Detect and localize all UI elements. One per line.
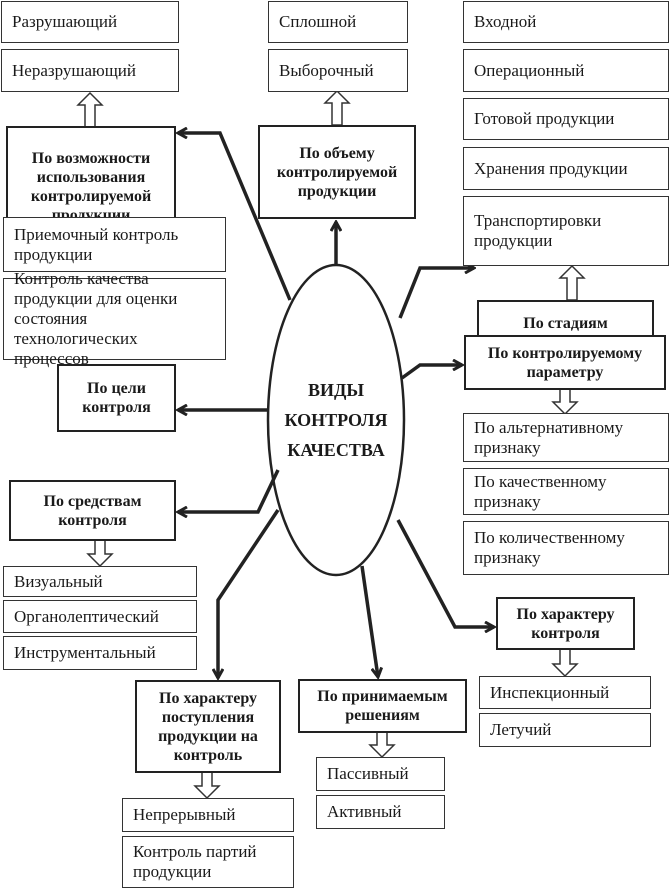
arrow-parameter xyxy=(400,365,462,380)
item-destructive: Разрушающий xyxy=(1,1,179,43)
item-finished: Готовой продукции xyxy=(463,98,669,140)
category-arrival: По характеру поступления продукции на ко… xyxy=(135,680,281,773)
item-selective: Выборочный xyxy=(268,49,408,92)
center-title: ВИДЫ КОНТРОЛЯ КАЧЕСТВА xyxy=(268,265,404,575)
item-flying: Летучий xyxy=(479,713,651,747)
item-continuous: Сплошной xyxy=(268,1,408,43)
category-goal: По цели контроля xyxy=(57,364,176,432)
category-character: По характеру контроля xyxy=(496,597,635,650)
item-inspection: Инспекционный xyxy=(479,676,651,709)
arrow-stages xyxy=(398,268,474,319)
category-decisions: По принимаемым решениям xyxy=(298,679,467,733)
hollow-arrow-up xyxy=(324,90,350,126)
item-quantitative: По количественному признаку xyxy=(463,521,669,575)
center-line: КАЧЕСТВА xyxy=(287,440,385,460)
item-batch-control: Контроль партий продукции xyxy=(122,836,294,888)
item-input: Входной xyxy=(463,1,669,43)
item-instrumental: Инструментальный xyxy=(3,636,197,670)
item-operational: Операционный xyxy=(463,49,669,92)
arrow-arrival xyxy=(218,509,280,678)
arrow-decisions xyxy=(360,565,378,677)
item-acceptance: Приемочный контроль продукции xyxy=(3,217,226,272)
item-organoleptic: Органолептический xyxy=(3,600,197,633)
item-qualitative: По качественному признаку xyxy=(463,468,669,515)
center-line: КОНТРОЛЯ xyxy=(284,410,388,430)
item-passive: Пассивный xyxy=(316,757,445,791)
hollow-arrow-up xyxy=(559,265,585,301)
item-nondestructive: Неразрушающий xyxy=(1,49,179,92)
center-line: ВИДЫ xyxy=(307,380,365,400)
arrow-character xyxy=(396,519,494,627)
arrow-means xyxy=(178,469,280,512)
arrow-possibility xyxy=(178,133,292,301)
item-visual: Визуальный xyxy=(3,566,197,597)
hollow-arrow-up xyxy=(77,92,103,128)
category-parameter: По контролируемому параметру xyxy=(464,335,666,390)
category-volume: По объему контролируемой продукции xyxy=(258,125,416,219)
item-transport: Транспортировки продукции xyxy=(463,196,669,266)
item-storage: Хранения продукции xyxy=(463,147,669,190)
item-alternative: По альтернативному признаку xyxy=(463,413,669,462)
item-active: Активный xyxy=(316,795,445,829)
category-means: По средствам контроля xyxy=(9,480,176,541)
item-process-quality: Контроль качества продукции для оценки с… xyxy=(3,269,226,368)
item-continuous-flow: Непрерывный xyxy=(122,798,294,832)
